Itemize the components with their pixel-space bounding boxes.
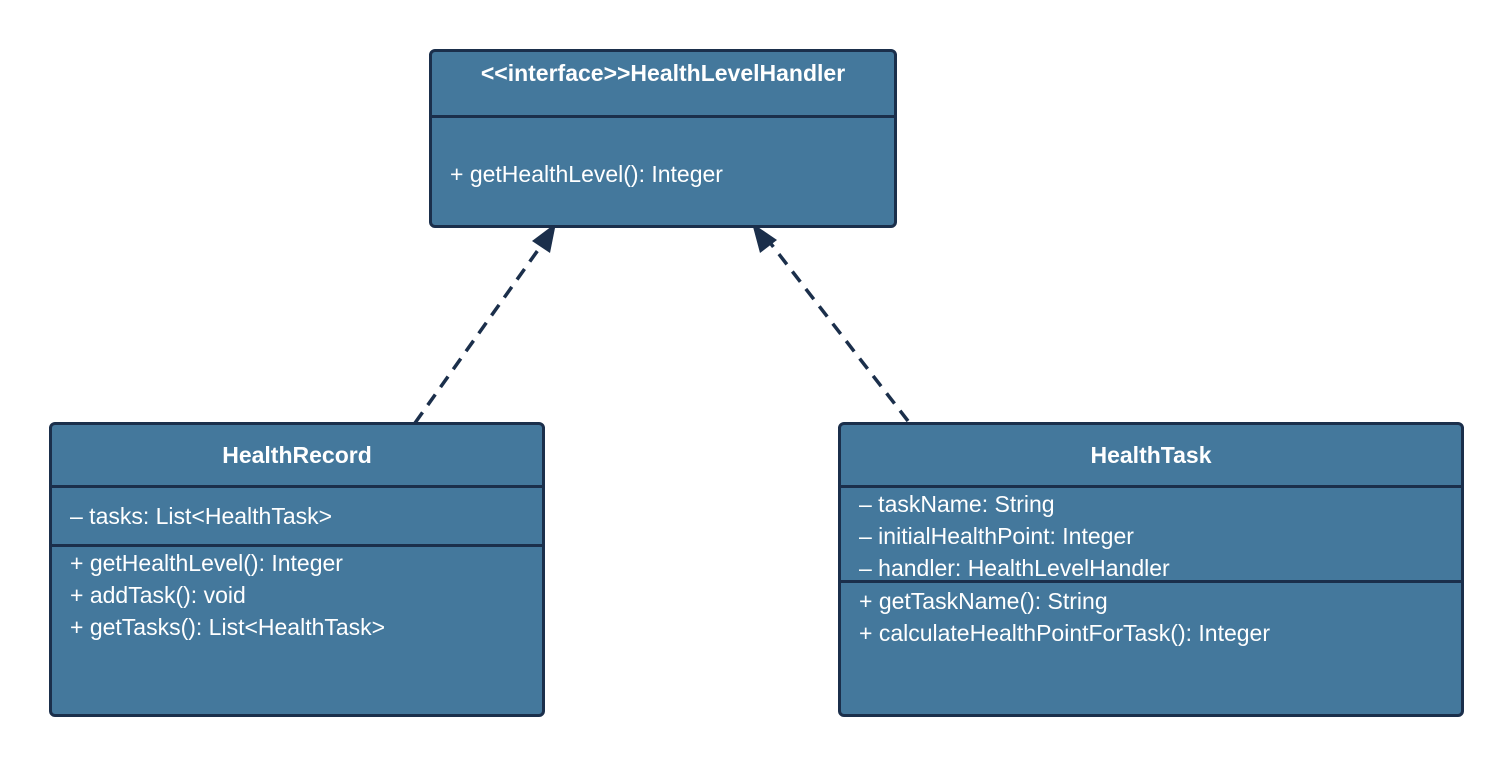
operation: + getHealthLevel(): Integer: [70, 550, 343, 576]
class-name-text: HealthTask: [1090, 441, 1212, 468]
class-name-text: <<interface>>HealthLevelHandler: [480, 60, 846, 86]
realization-arrowhead-healthrecord: [532, 223, 556, 253]
operations-compartment: + getHealthLevel(): Integer + addTask():…: [52, 547, 542, 643]
class-name: HealthRecord: [52, 425, 542, 488]
realization-arrowhead-healthtask: [752, 223, 777, 253]
operation: + calculateHealthPointForTask(): Integer: [859, 620, 1271, 646]
class-name-text: HealthRecord: [222, 441, 372, 468]
class-health-record[interactable]: HealthRecord – tasks: List<HealthTask> +…: [49, 422, 545, 717]
class-health-task[interactable]: HealthTask – taskName: String – initialH…: [838, 422, 1464, 717]
attributes-compartment: – tasks: List<HealthTask>: [52, 488, 542, 547]
operation: + addTask(): void: [70, 582, 246, 608]
operation: + getHealthLevel(): Integer: [450, 161, 723, 187]
operations-compartment: + getHealthLevel(): Integer: [432, 118, 894, 190]
realization-line-healthtask: [766, 238, 910, 423]
class-name: HealthTask: [841, 425, 1461, 488]
operation: + getTaskName(): String: [859, 588, 1108, 614]
attribute: – handler: HealthLevelHandler: [859, 555, 1170, 581]
attribute: – tasks: List<HealthTask>: [70, 503, 333, 529]
attribute: – taskName: String: [859, 491, 1055, 517]
realization-line-healthrecord: [413, 234, 550, 425]
interface-health-level-handler[interactable]: <<interface>>HealthLevelHandler + getHea…: [429, 49, 897, 228]
attribute: – initialHealthPoint: Integer: [859, 523, 1134, 549]
class-name: <<interface>>HealthLevelHandler: [432, 52, 894, 118]
attributes-compartment: – taskName: String – initialHealthPoint:…: [841, 488, 1461, 583]
operations-compartment: + getTaskName(): String + calculateHealt…: [841, 583, 1461, 649]
operation: + getTasks(): List<HealthTask>: [70, 614, 386, 640]
